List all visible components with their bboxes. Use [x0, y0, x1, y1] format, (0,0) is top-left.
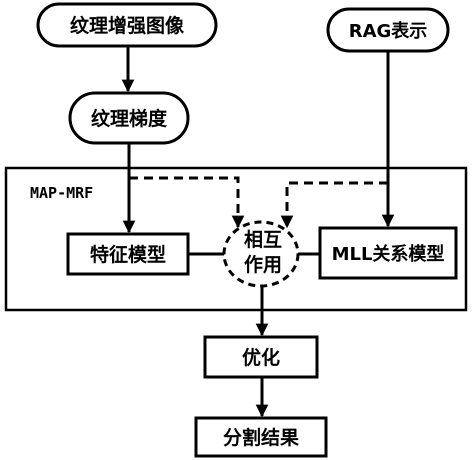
- interaction-label-line2: 作用: [244, 253, 282, 276]
- texture-gradient-label: 纹理梯度: [91, 107, 168, 130]
- map-mrf-frame: [4, 166, 468, 312]
- optimize-node: [203, 335, 319, 379]
- dashed-arrow-gradient-to-interaction: [129, 176, 245, 229]
- feature-model-label: 特征模型: [90, 243, 166, 266]
- dashed-arrow-rag-to-interaction: [280, 181, 388, 229]
- result-label: 分割结果: [223, 426, 299, 449]
- optimize-label: 优化: [242, 346, 280, 369]
- mll-model-label: MLL关系模型: [332, 243, 445, 265]
- mll-model-node: [318, 226, 458, 280]
- result-node: [194, 416, 328, 458]
- feature-model-node: [66, 232, 190, 276]
- texture-enhanced-image-label: 纹理增强图像: [70, 14, 185, 37]
- interaction-label-line1: 相互: [244, 229, 282, 251]
- map-mrf-label: MAP-MRF: [30, 184, 93, 202]
- rag-label: RAG表示: [349, 20, 428, 42]
